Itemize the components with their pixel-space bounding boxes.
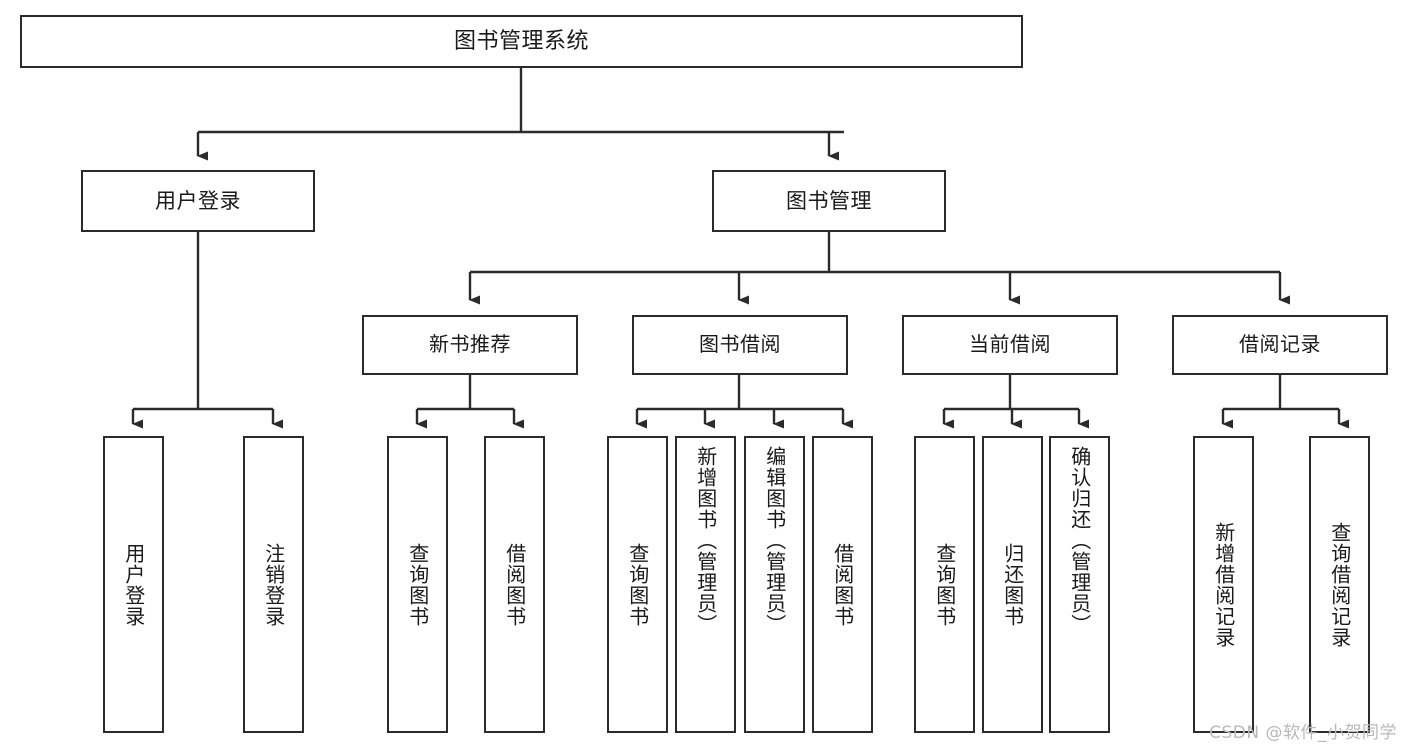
node-leaf-add-book[interactable]: 新增图书（管理员）: [675, 436, 736, 733]
node-label: 新书推荐: [429, 332, 511, 357]
node-label: 图书管理系统: [453, 28, 589, 54]
node-label: 查询图书: [405, 542, 430, 627]
node-leaf-add-record[interactable]: 新增借阅记录: [1193, 436, 1254, 733]
node-root-system[interactable]: 图书管理系统: [20, 15, 1023, 68]
node-current-borrow[interactable]: 当前借阅: [902, 315, 1118, 375]
node-user-login[interactable]: 用户登录: [81, 170, 315, 232]
node-label: 图书管理: [786, 188, 872, 213]
node-label: 借阅图书: [502, 542, 527, 627]
node-label: 查询借阅记录: [1327, 521, 1352, 648]
node-borrow-record[interactable]: 借阅记录: [1172, 315, 1388, 375]
node-label: 新增图书（管理员）: [693, 446, 718, 635]
node-label: 图书借阅: [699, 332, 781, 357]
node-label: 确认归还（管理员）: [1067, 446, 1092, 635]
node-leaf-return-book[interactable]: 归还图书: [982, 436, 1043, 733]
node-label: 用户登录: [155, 188, 241, 213]
node-book-management[interactable]: 图书管理: [712, 170, 946, 232]
node-new-book-recommend[interactable]: 新书推荐: [362, 315, 578, 375]
node-leaf-query-book-3[interactable]: 查询图书: [914, 436, 975, 733]
node-label: 编辑图书（管理员）: [762, 446, 787, 635]
node-leaf-borrow-book-1[interactable]: 借阅图书: [484, 436, 545, 733]
node-leaf-query-record[interactable]: 查询借阅记录: [1309, 436, 1370, 733]
node-label: 查询图书: [625, 542, 650, 627]
node-leaf-user-login[interactable]: 用户登录: [103, 436, 164, 733]
node-label: 借阅图书: [830, 542, 855, 627]
node-leaf-borrow-book-2[interactable]: 借阅图书: [812, 436, 873, 733]
node-label: 新增借阅记录: [1211, 521, 1236, 648]
node-label: 用户登录: [121, 542, 146, 627]
node-label: 借阅记录: [1239, 332, 1321, 357]
node-leaf-logout[interactable]: 注销登录: [243, 436, 304, 733]
node-label: 归还图书: [1000, 542, 1025, 627]
node-leaf-query-book-1[interactable]: 查询图书: [387, 436, 448, 733]
node-leaf-confirm-return[interactable]: 确认归还（管理员）: [1049, 436, 1110, 733]
node-label: 当前借阅: [969, 332, 1051, 357]
node-leaf-query-book-2[interactable]: 查询图书: [607, 436, 668, 733]
node-leaf-edit-book[interactable]: 编辑图书（管理员）: [744, 436, 805, 733]
node-label: 注销登录: [261, 542, 286, 627]
node-book-borrow[interactable]: 图书借阅: [632, 315, 848, 375]
node-label: 查询图书: [932, 542, 957, 627]
